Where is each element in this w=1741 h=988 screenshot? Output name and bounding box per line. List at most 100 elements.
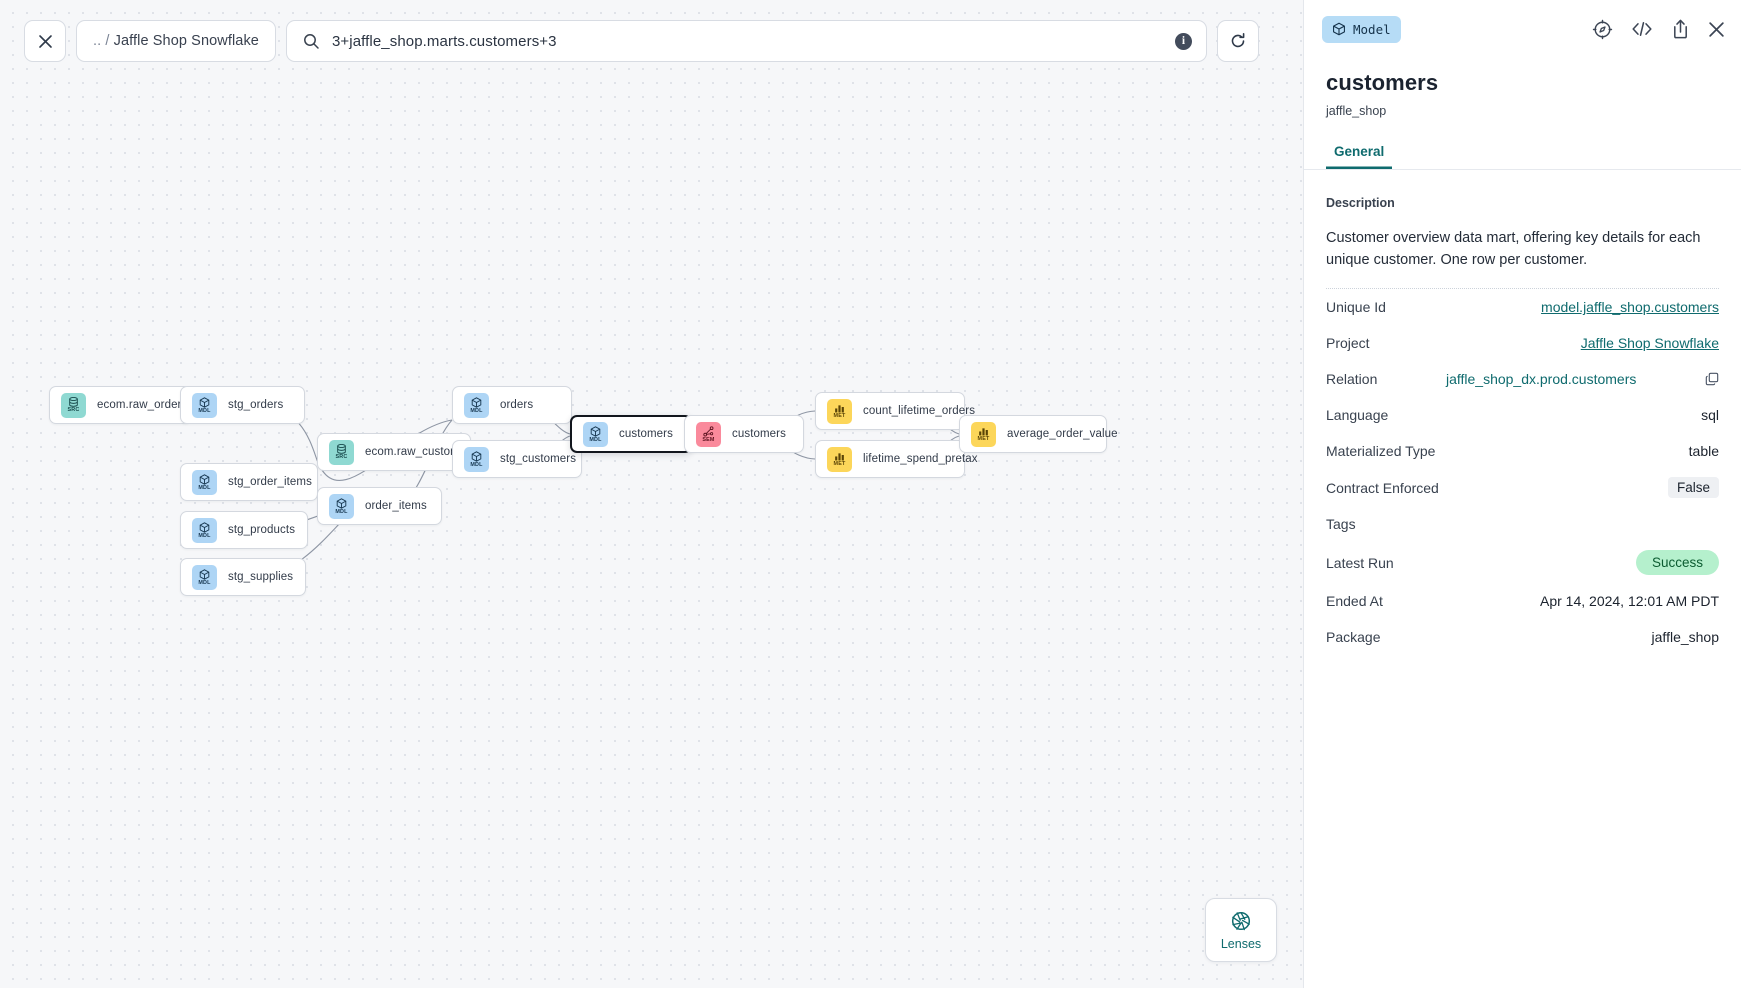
graph-node-label: customers xyxy=(619,428,673,440)
metadata-value[interactable]: jaffle_shop_dx.prod.customers xyxy=(1445,371,1637,388)
divider xyxy=(1326,288,1719,290)
metadata-row: Unique Id model.jaffle_shop.customers xyxy=(1326,289,1719,325)
graph-node-label: average_order_value xyxy=(1007,428,1118,440)
graph-node-stg_order_items[interactable]: MDL stg_order_items xyxy=(180,463,318,501)
graph-node-lifetime_spend_pretax[interactable]: MET lifetime_spend_pretax xyxy=(815,440,978,478)
graph-node-stg_customers[interactable]: MDL stg_customers xyxy=(452,440,582,478)
graph-node-order_items[interactable]: MDL order_items xyxy=(317,487,442,525)
close-panel-button[interactable] xyxy=(1708,21,1725,38)
search-box[interactable]: i xyxy=(285,20,1207,62)
metadata-value[interactable]: model.jaffle_shop.customers xyxy=(1541,299,1719,316)
metadata-key: Unique Id xyxy=(1326,299,1386,316)
description-label: Description xyxy=(1326,196,1395,210)
graph-node-label: lifetime_spend_pretax xyxy=(863,453,978,465)
close-lineage-button[interactable] xyxy=(24,20,66,62)
metadata-value: jaffle_shop xyxy=(1651,629,1719,646)
src-badge-icon: SRC xyxy=(61,392,86,418)
canvas-toolbar: .. / Jaffle Shop Snowflake i xyxy=(24,20,1259,62)
mdl-badge-icon: MDL xyxy=(192,517,217,543)
graph-node-label: ecom.raw_orders xyxy=(97,399,188,411)
mdl-badge-icon: MDL xyxy=(329,493,354,519)
breadcrumb-project: Jaffle Shop Snowflake xyxy=(113,33,259,49)
metadata-row: Package jaffle_shop xyxy=(1326,619,1719,655)
graph-node-label: stg_order_items xyxy=(228,476,312,488)
detail-tabs: General xyxy=(1304,144,1741,170)
metadata-key: Language xyxy=(1326,407,1389,424)
mdl-badge-icon: MDL xyxy=(464,392,489,418)
detail-panel-body[interactable]: Description Customer overview data mart,… xyxy=(1304,170,1741,988)
refresh-icon xyxy=(1231,33,1245,48)
met-badge-icon: MET xyxy=(971,421,996,447)
metadata-row: Tags xyxy=(1326,506,1719,542)
metadata-key: Latest Run xyxy=(1326,554,1394,571)
graph-node-stg_supplies[interactable]: MDL stg_supplies xyxy=(180,558,306,596)
metadata-key: Tags xyxy=(1326,516,1356,533)
info-icon[interactable]: i xyxy=(1174,32,1192,50)
graph-node-average_order_value[interactable]: MET average_order_value xyxy=(959,415,1117,453)
metadata-row: Materialized Type table xyxy=(1326,433,1719,469)
share-icon xyxy=(1674,19,1687,39)
breadcrumb-prefix: .. / xyxy=(93,33,110,49)
lenses-label: Lenses xyxy=(1220,936,1262,951)
aperture-icon xyxy=(1231,911,1251,930)
code-icon xyxy=(1632,21,1652,37)
metadata-value: table xyxy=(1688,443,1719,460)
lenses-button[interactable]: Lenses xyxy=(1205,898,1277,962)
code-button[interactable] xyxy=(1631,20,1653,38)
metadata-key: Package xyxy=(1326,629,1381,646)
mdl-badge-icon: MDL xyxy=(192,392,217,418)
metadata-row: Language sql xyxy=(1326,397,1719,433)
graph-node-stg_orders[interactable]: MDL stg_orders xyxy=(180,386,305,424)
page-subtitle: jaffle_shop xyxy=(1326,104,1387,118)
detail-panel-toolbar: Model xyxy=(1304,0,1741,58)
mdl-badge-icon: MDL xyxy=(192,564,217,590)
graph-node-ecom_raw_orders[interactable]: SRC ecom.raw_orders xyxy=(49,386,191,424)
graph-node-label: stg_supplies xyxy=(228,571,294,583)
lineage-canvas[interactable]: .. / Jaffle Shop Snowflake i SRCecom.raw… xyxy=(0,0,1303,988)
refresh-button[interactable] xyxy=(1216,20,1259,62)
graph-node-label: customers xyxy=(732,428,786,440)
graph-node-label: count_lifetime_orders xyxy=(863,405,976,417)
metadata-key: Ended At xyxy=(1326,593,1383,610)
share-button[interactable] xyxy=(1671,19,1690,39)
metadata-value[interactable]: Jaffle Shop Snowflake xyxy=(1580,335,1719,352)
copy-icon[interactable] xyxy=(1705,372,1719,386)
metadata-value: False xyxy=(1667,477,1719,499)
explore-icon xyxy=(1592,19,1613,39)
metadata-key: Materialized Type xyxy=(1326,443,1436,460)
mdl-badge-icon: MDL xyxy=(464,446,489,472)
search-input[interactable] xyxy=(331,32,1163,50)
metadata-row: Latest Run Success xyxy=(1326,542,1719,583)
src-badge-icon: SRC xyxy=(329,439,354,465)
metadata-key: Relation xyxy=(1326,371,1378,388)
metadata-row: Relation jaffle_shop_dx.prod.customers xyxy=(1326,361,1719,397)
met-badge-icon: MET xyxy=(827,446,852,472)
breadcrumb[interactable]: .. / Jaffle Shop Snowflake xyxy=(76,20,276,62)
tab-general[interactable]: General xyxy=(1326,144,1392,169)
detail-panel: Model xyxy=(1303,0,1741,988)
metadata-value: sql xyxy=(1701,407,1719,424)
graph-node-label: order_items xyxy=(365,500,427,512)
graph-node-label: stg_orders xyxy=(228,399,284,411)
mdl-badge-icon: MDL xyxy=(192,469,217,495)
metadata-value: Apr 14, 2024, 12:01 AM PDT xyxy=(1540,593,1719,610)
explore-button[interactable] xyxy=(1592,19,1613,40)
graph-node-label: stg_customers xyxy=(500,453,577,465)
detail-panel-header: customers jaffle_shop xyxy=(1304,58,1741,118)
panel-actions xyxy=(1592,19,1725,40)
metadata-row: Ended At Apr 14, 2024, 12:01 AM PDT xyxy=(1326,583,1719,619)
search-icon xyxy=(304,33,319,49)
status-badge: Success xyxy=(1635,550,1719,576)
resource-type-badge[interactable]: Model xyxy=(1322,15,1401,43)
